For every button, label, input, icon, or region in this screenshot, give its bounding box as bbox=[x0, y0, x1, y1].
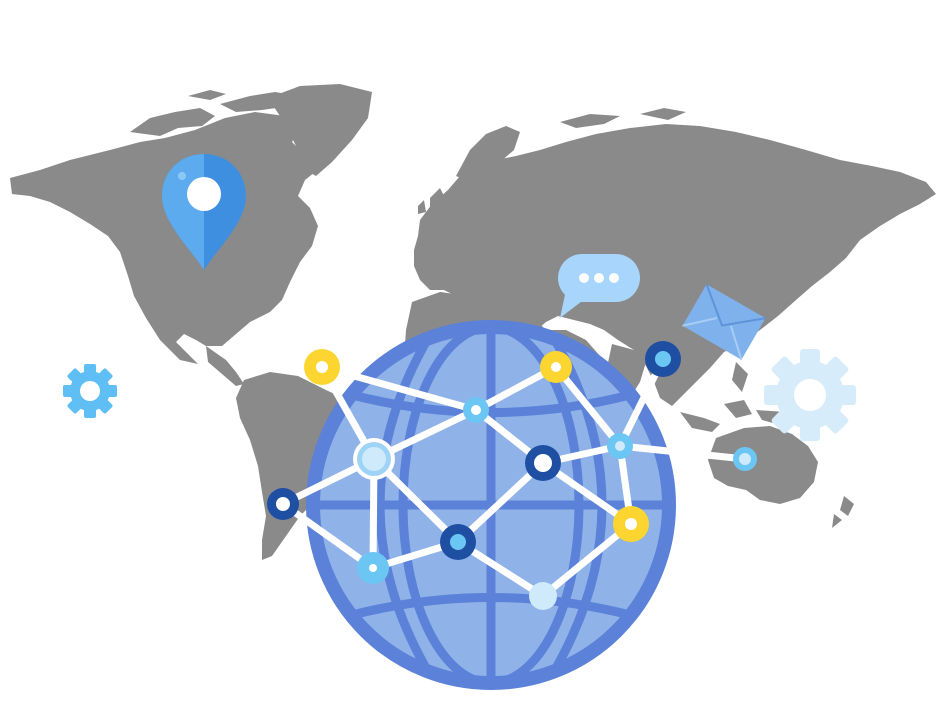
network-node-icon bbox=[733, 447, 757, 471]
network-node-icon bbox=[613, 506, 649, 542]
continent-greenland bbox=[268, 84, 372, 176]
network-nodes bbox=[267, 341, 757, 610]
chat-bubble-icon bbox=[558, 254, 640, 318]
network-node-icon bbox=[645, 341, 681, 377]
network-node-icon bbox=[463, 397, 489, 423]
region-southeast-asia-islands bbox=[680, 362, 804, 432]
network-node-icon bbox=[607, 433, 633, 459]
network-node-icon bbox=[540, 351, 572, 383]
network-node-icon bbox=[525, 445, 561, 481]
continent-north-america bbox=[10, 112, 328, 364]
continent-central-america bbox=[206, 346, 244, 386]
continent-eurasia bbox=[414, 124, 936, 406]
gear-icon bbox=[63, 364, 117, 418]
envelope-icon bbox=[682, 283, 766, 361]
arctic-islands-east bbox=[560, 108, 686, 128]
network-node-icon bbox=[357, 552, 389, 584]
region-new-zealand bbox=[832, 496, 854, 528]
region-japan bbox=[790, 256, 818, 296]
gear-icon bbox=[764, 349, 856, 441]
globe-icon bbox=[306, 320, 676, 690]
network-hub-node bbox=[353, 438, 395, 480]
network-node-icon bbox=[267, 488, 299, 520]
location-pin-icon bbox=[162, 154, 246, 270]
network-node-icon bbox=[440, 524, 476, 560]
network-node-icon bbox=[529, 582, 557, 610]
continent-australia bbox=[708, 426, 818, 504]
network-node-icon bbox=[304, 349, 340, 385]
region-british-isles bbox=[418, 188, 446, 214]
arctic-islands bbox=[130, 90, 300, 136]
region-scandinavia bbox=[456, 126, 520, 182]
